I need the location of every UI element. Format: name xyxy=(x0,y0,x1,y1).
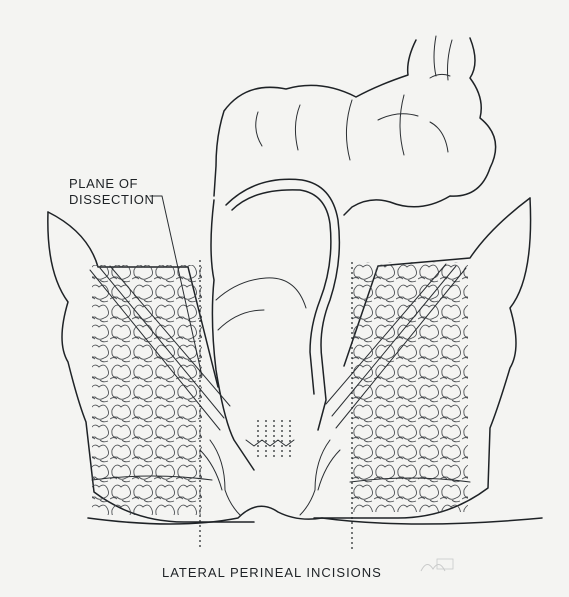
figure-caption: LATERAL PERINEAL INCISIONS xyxy=(162,565,382,580)
watermark-logo-icon xyxy=(420,558,454,572)
sigmoid-colon xyxy=(213,35,497,216)
right-pelvic-region xyxy=(299,197,532,519)
plane-pointer-line xyxy=(149,195,203,377)
left-pelvic-region xyxy=(47,211,255,523)
perineum-skin-line xyxy=(87,505,543,525)
rectum xyxy=(210,178,341,471)
incision-lines xyxy=(199,260,353,552)
plane-label-line2: DISSECTION xyxy=(69,192,155,207)
plane-label-line1: PLANE OF xyxy=(69,176,139,191)
plane-of-dissection-label: PLANE OF DISSECTION xyxy=(69,176,154,208)
